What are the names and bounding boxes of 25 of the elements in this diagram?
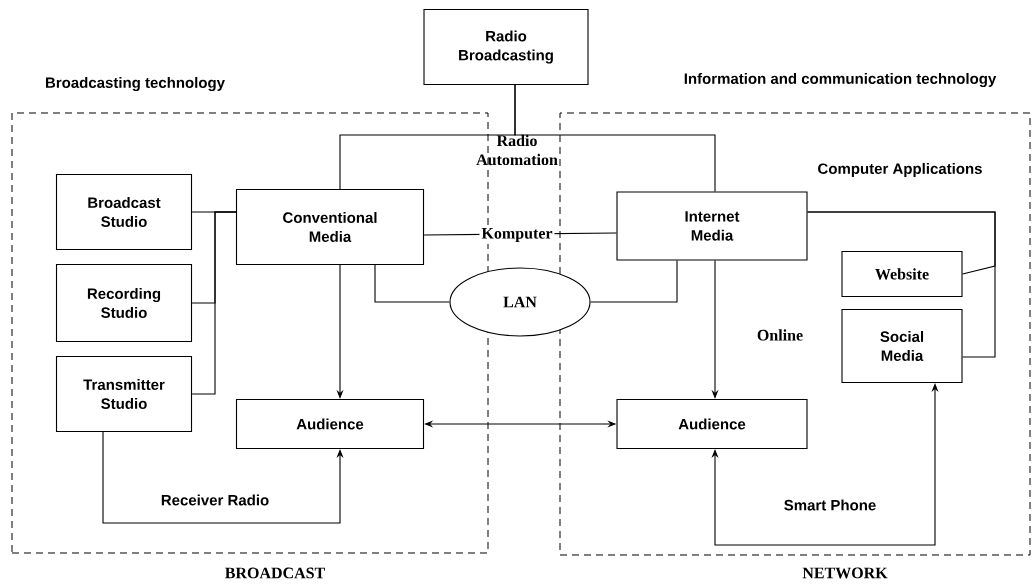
region-heading: Broadcasting technology — [46, 76, 225, 91]
process-box: Conventional Media — [235, 188, 425, 266]
text-label: Online — [757, 329, 803, 341]
connector-line — [374, 264, 450, 303]
edge-label: Komputer — [479, 226, 555, 244]
text-label: Radio Automation — [476, 134, 558, 166]
region-label: NETWORK — [802, 567, 888, 579]
connector-line — [590, 259, 678, 303]
process-box: Audience — [235, 398, 425, 450]
connector-line — [191, 211, 237, 395]
process-box: Audience — [616, 398, 808, 450]
process-box: Social Media — [841, 308, 963, 384]
edge-label: Smart Phone — [781, 497, 879, 513]
text-label: Computer Applications — [818, 163, 982, 177]
connector-line — [514, 84, 716, 192]
region-heading: Information and communication technology — [684, 72, 997, 87]
process-box: Recording Studio — [55, 263, 193, 343]
process-box: Broadcast Studio — [55, 173, 193, 251]
process-box: Transmitter Studio — [55, 355, 193, 433]
connector-line — [807, 211, 996, 358]
edge-label: Receiver Radio — [158, 492, 272, 508]
process-box: Internet Media — [616, 191, 808, 261]
process-box: Radio Broadcasting — [423, 8, 589, 86]
process-box: Website — [841, 250, 963, 298]
region-label: BROADCAST — [225, 567, 325, 579]
